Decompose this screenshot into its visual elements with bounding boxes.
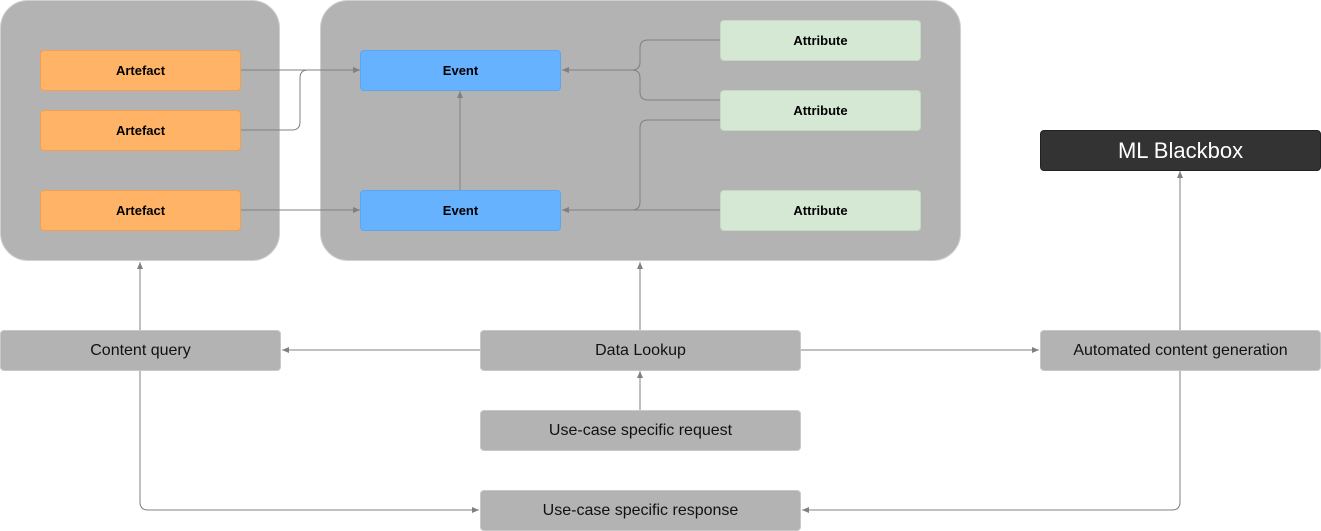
edge-attribute2-event2: [562, 119, 720, 213]
edge-artefact2-event1: [240, 67, 360, 131]
event-node[interactable]: Event: [360, 50, 561, 91]
automated-content-generation-node[interactable]: Automated content generation: [1040, 330, 1321, 371]
attribute-node[interactable]: Attribute: [720, 20, 921, 61]
content-query-node[interactable]: Content query: [0, 330, 281, 371]
edge-contentquery-response: [139, 370, 479, 513]
event-node[interactable]: Event: [360, 190, 561, 231]
attribute-node[interactable]: Attribute: [720, 90, 921, 131]
use-case-response-node[interactable]: Use-case specific response: [480, 490, 801, 531]
artefact-node[interactable]: Artefact: [40, 50, 241, 91]
ml-blackbox-node[interactable]: ML Blackbox: [1040, 130, 1321, 171]
edge-attribute2-event1: [631, 69, 720, 101]
data-lookup-node[interactable]: Data Lookup: [480, 330, 801, 371]
edge-automated-response: [802, 370, 1181, 513]
artefact-node[interactable]: Artefact: [40, 190, 241, 231]
attribute-node[interactable]: Attribute: [720, 190, 921, 231]
artefact-node[interactable]: Artefact: [40, 110, 241, 151]
edge-attribute1-event1: [562, 39, 720, 73]
use-case-request-node[interactable]: Use-case specific request: [480, 410, 801, 451]
